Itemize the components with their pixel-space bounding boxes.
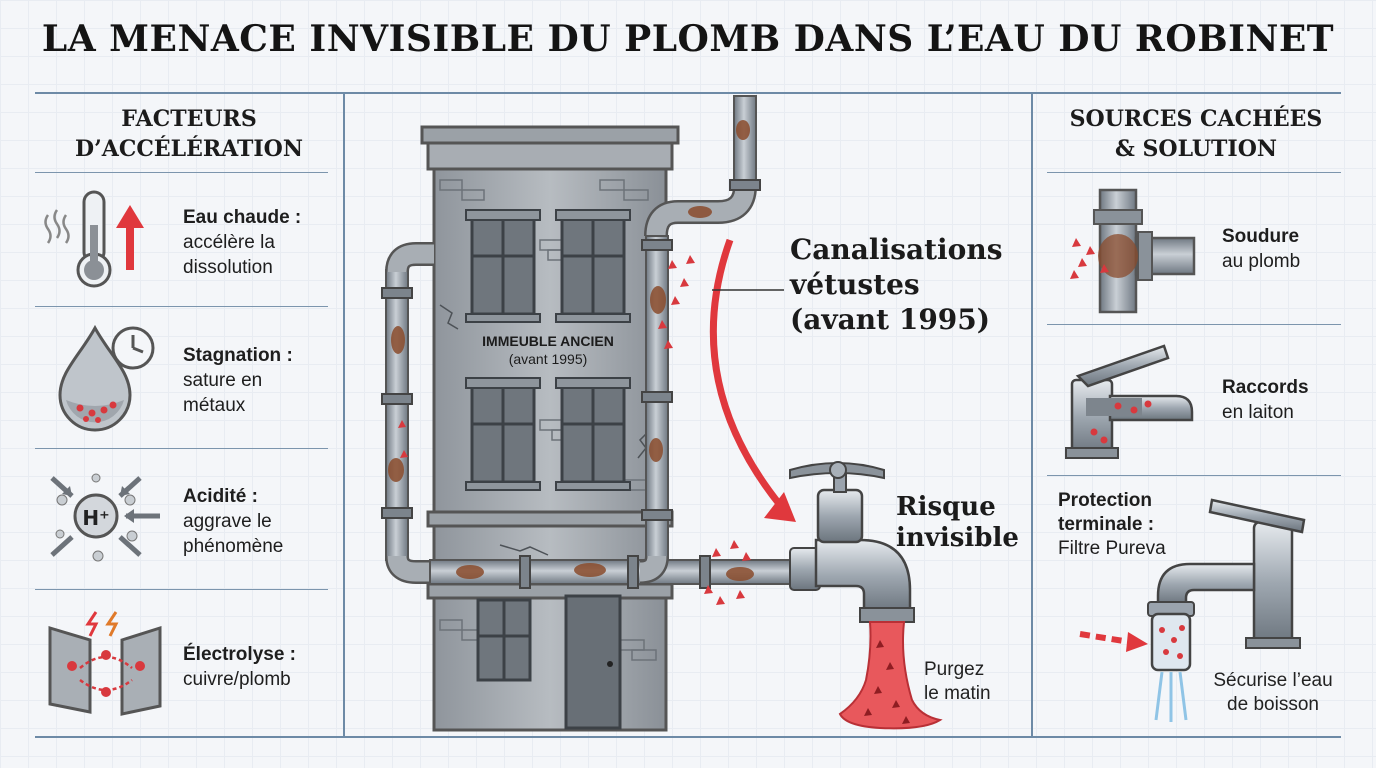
risk-arrow (709, 238, 783, 508)
risk-label: Risque invisible (896, 492, 1019, 553)
building-label-date: (avant 1995) (509, 351, 588, 367)
lead-particles (398, 255, 751, 605)
right-column-divider (1031, 92, 1033, 738)
filter-faucet-icon (1079, 498, 1306, 722)
purge-label: Purgez le matin (924, 659, 991, 704)
svg-text:H⁺: H⁺ (82, 506, 109, 530)
thermometer-icon (44, 190, 144, 288)
hydrogen-ion-icon: H⁺ (50, 473, 160, 562)
secure-water-text: Sécurise l’eau de boisson (1213, 670, 1333, 715)
bottom-divider (35, 736, 1341, 738)
right-separator-2 (1047, 324, 1341, 325)
center-faucet (789, 461, 915, 623)
old-building (420, 125, 680, 732)
left-separator-1 (35, 172, 328, 173)
right-separator-3 (1047, 475, 1341, 476)
left-separator-2 (35, 306, 328, 307)
factor-hot-water: Eau chaude : accélère la dissolution (183, 207, 302, 278)
factor-electrolysis: Électrolyse : cuivre/plomb (183, 644, 296, 690)
top-divider (35, 92, 1341, 94)
source-solder: Soudure au plomb (1222, 226, 1301, 272)
electrolysis-icon (48, 611, 162, 716)
left-separator-3 (35, 448, 328, 449)
building-label: IMMEUBLE ANCIEN (482, 333, 614, 349)
rusty-pipes (381, 95, 791, 589)
contaminated-water-stream (838, 621, 943, 730)
left-separator-4 (35, 589, 328, 590)
pipes-label: Canalisations vétustes (avant 1995) (790, 233, 1003, 336)
water-drop-clock-icon (58, 324, 155, 432)
solder-joint-icon (1070, 188, 1196, 314)
right-heading: SOURCES CACHÉES & SOLUTION (1069, 106, 1323, 162)
risk-arrow-head (764, 492, 796, 522)
factor-stagnation: Stagnation : sature en métaux (183, 345, 293, 416)
source-brass: Raccords en laiton (1222, 377, 1309, 423)
brass-faucet-icon (1065, 344, 1194, 459)
left-column-divider (343, 92, 345, 738)
right-separator-1 (1047, 172, 1341, 173)
left-heading: FACTEURS D’ACCÉLÉRATION (75, 106, 303, 162)
factor-acidity: Acidité : aggrave le phénomène (183, 486, 284, 557)
page-title: LA MENACE INVISIBLE DU PLOMB DANS L’EAU … (41, 18, 1335, 60)
protection-text: Protection terminale : Filtre Pureva (1058, 490, 1166, 559)
